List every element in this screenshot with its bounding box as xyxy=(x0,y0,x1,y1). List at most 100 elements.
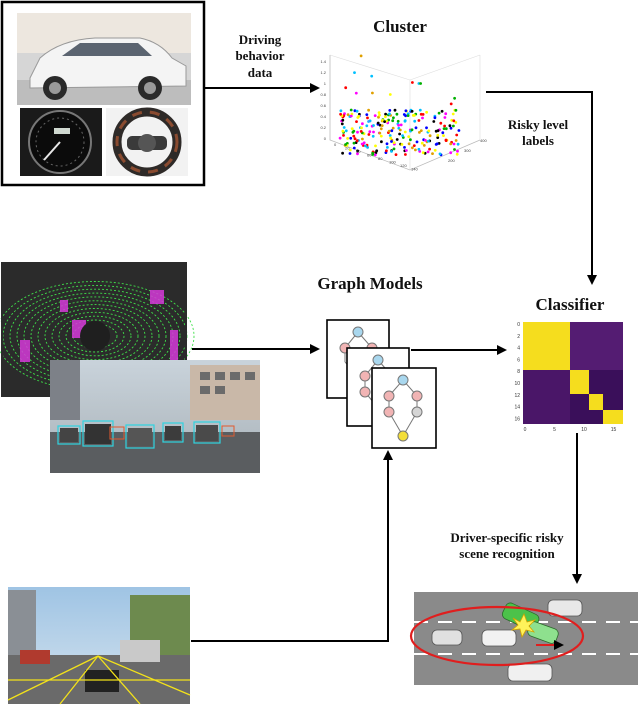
scatter-dot xyxy=(377,111,381,114)
speedometer-photo xyxy=(20,108,102,176)
scatter-dot xyxy=(434,143,438,146)
matrix-block-1 xyxy=(523,322,570,370)
scatter-dot xyxy=(407,142,411,146)
scatter-dot xyxy=(428,134,432,138)
scatter-dot xyxy=(427,129,431,133)
scatter-dot xyxy=(393,108,397,112)
scatter-dot xyxy=(415,140,419,144)
collision-burst-icon xyxy=(510,613,537,639)
scatter-dot xyxy=(433,148,437,152)
scatter-dot xyxy=(344,143,347,146)
scatter-dot xyxy=(388,134,392,137)
matrix-y-tick: 12 xyxy=(514,393,520,399)
scatter-dot xyxy=(342,126,346,129)
scatter-dot xyxy=(453,148,456,151)
scatter-points xyxy=(338,54,461,157)
scatter-dot xyxy=(388,112,391,116)
scatter-tick-labels: 00.20.40.60.811.21.420030040002040608010… xyxy=(320,59,487,172)
scatter-dot xyxy=(410,109,414,113)
matrix-x-tick: 5 xyxy=(553,427,556,433)
scatter-dot xyxy=(452,142,456,146)
scatter-dot xyxy=(367,108,370,112)
scatter-dot xyxy=(373,153,377,157)
scatter-dot xyxy=(374,151,378,155)
scatter-x-tick: 80 xyxy=(378,156,383,161)
scatter-dot xyxy=(425,110,428,114)
matrix-block-2 xyxy=(570,370,589,394)
arrow-cluster-to-classifier xyxy=(486,91,597,285)
scatter-dot xyxy=(418,131,421,134)
scatter-dot xyxy=(454,108,458,112)
label-line: Driver-specific risky xyxy=(450,530,564,545)
scatter-dot xyxy=(398,128,402,132)
scatter-dot xyxy=(436,133,440,137)
scatter-dot xyxy=(341,118,345,122)
scatter-dot xyxy=(340,122,344,126)
scatter-dot xyxy=(407,135,411,139)
scatter-dot xyxy=(378,123,382,127)
scatter-dot xyxy=(438,152,442,156)
matrix-y-tick: 2 xyxy=(517,334,520,340)
scatter-dot xyxy=(361,137,364,141)
scatter-dot xyxy=(419,129,423,133)
scatter-dot xyxy=(350,127,354,130)
scatter-dot xyxy=(397,123,400,127)
scatter-dot xyxy=(352,129,356,133)
matrix-y-tick: 6 xyxy=(517,357,520,363)
scatter-dot xyxy=(372,130,375,134)
scatter-dot xyxy=(380,140,383,144)
cluster-title: Cluster xyxy=(373,17,427,36)
scatter-dot xyxy=(353,109,357,113)
scatter-dot xyxy=(395,138,399,141)
scatter-dot xyxy=(403,119,407,123)
label-line: Risky level xyxy=(507,117,569,132)
scatter-dot xyxy=(365,113,369,116)
scatter-dot xyxy=(425,126,428,130)
scatter-dot xyxy=(377,115,380,119)
scatter-dot xyxy=(346,113,350,116)
driving-behavior-data-label: Driving behavior data xyxy=(220,32,300,81)
scatter-dot xyxy=(444,112,448,116)
classifier-title: Classifier xyxy=(535,295,605,314)
scatter-dot xyxy=(406,114,410,117)
scatter-dot xyxy=(353,71,356,74)
scatter-dot xyxy=(418,150,422,153)
scatter-dot xyxy=(388,93,392,96)
risk-highlight-ellipse xyxy=(409,605,585,667)
scatter-dot xyxy=(400,143,404,146)
scatter-dot xyxy=(453,96,456,100)
matrix-y-tick: 16 xyxy=(514,416,520,422)
scatter-dot xyxy=(385,149,388,153)
scatter-dot xyxy=(388,109,392,112)
scatter-dot xyxy=(456,149,459,153)
scatter-dot xyxy=(349,136,353,140)
scatter-dot xyxy=(355,139,359,143)
scatter-dot xyxy=(392,141,396,145)
scatter-dot xyxy=(355,109,359,113)
scatter-dot xyxy=(378,113,381,117)
scatter-x-tick: 20 xyxy=(345,146,350,151)
scatter-dot xyxy=(409,138,412,142)
scatter-dot xyxy=(449,102,453,106)
scatter-dot xyxy=(437,111,441,115)
scatter-dot xyxy=(359,54,363,58)
scatter-dot xyxy=(403,146,406,149)
matrix-y-tick: 0 xyxy=(517,322,520,328)
scatter-dot xyxy=(357,114,361,118)
scatter-dot xyxy=(367,133,371,136)
scatter-dot xyxy=(368,130,372,134)
scatter-dot xyxy=(360,126,363,130)
scatter-x-tick: 140 xyxy=(411,167,418,172)
scatter-dot xyxy=(360,142,364,146)
scatter-dot xyxy=(341,129,345,133)
scatter-dot xyxy=(371,153,375,156)
scatter-dot xyxy=(449,142,453,146)
scatter-dot xyxy=(433,116,437,120)
scatter-dot xyxy=(390,150,393,153)
label-line: scene recognition xyxy=(459,546,555,562)
scatter-dot xyxy=(431,152,434,156)
scatter-dot xyxy=(370,74,374,78)
scatter-dot xyxy=(403,130,407,134)
scatter-dot xyxy=(455,152,459,156)
